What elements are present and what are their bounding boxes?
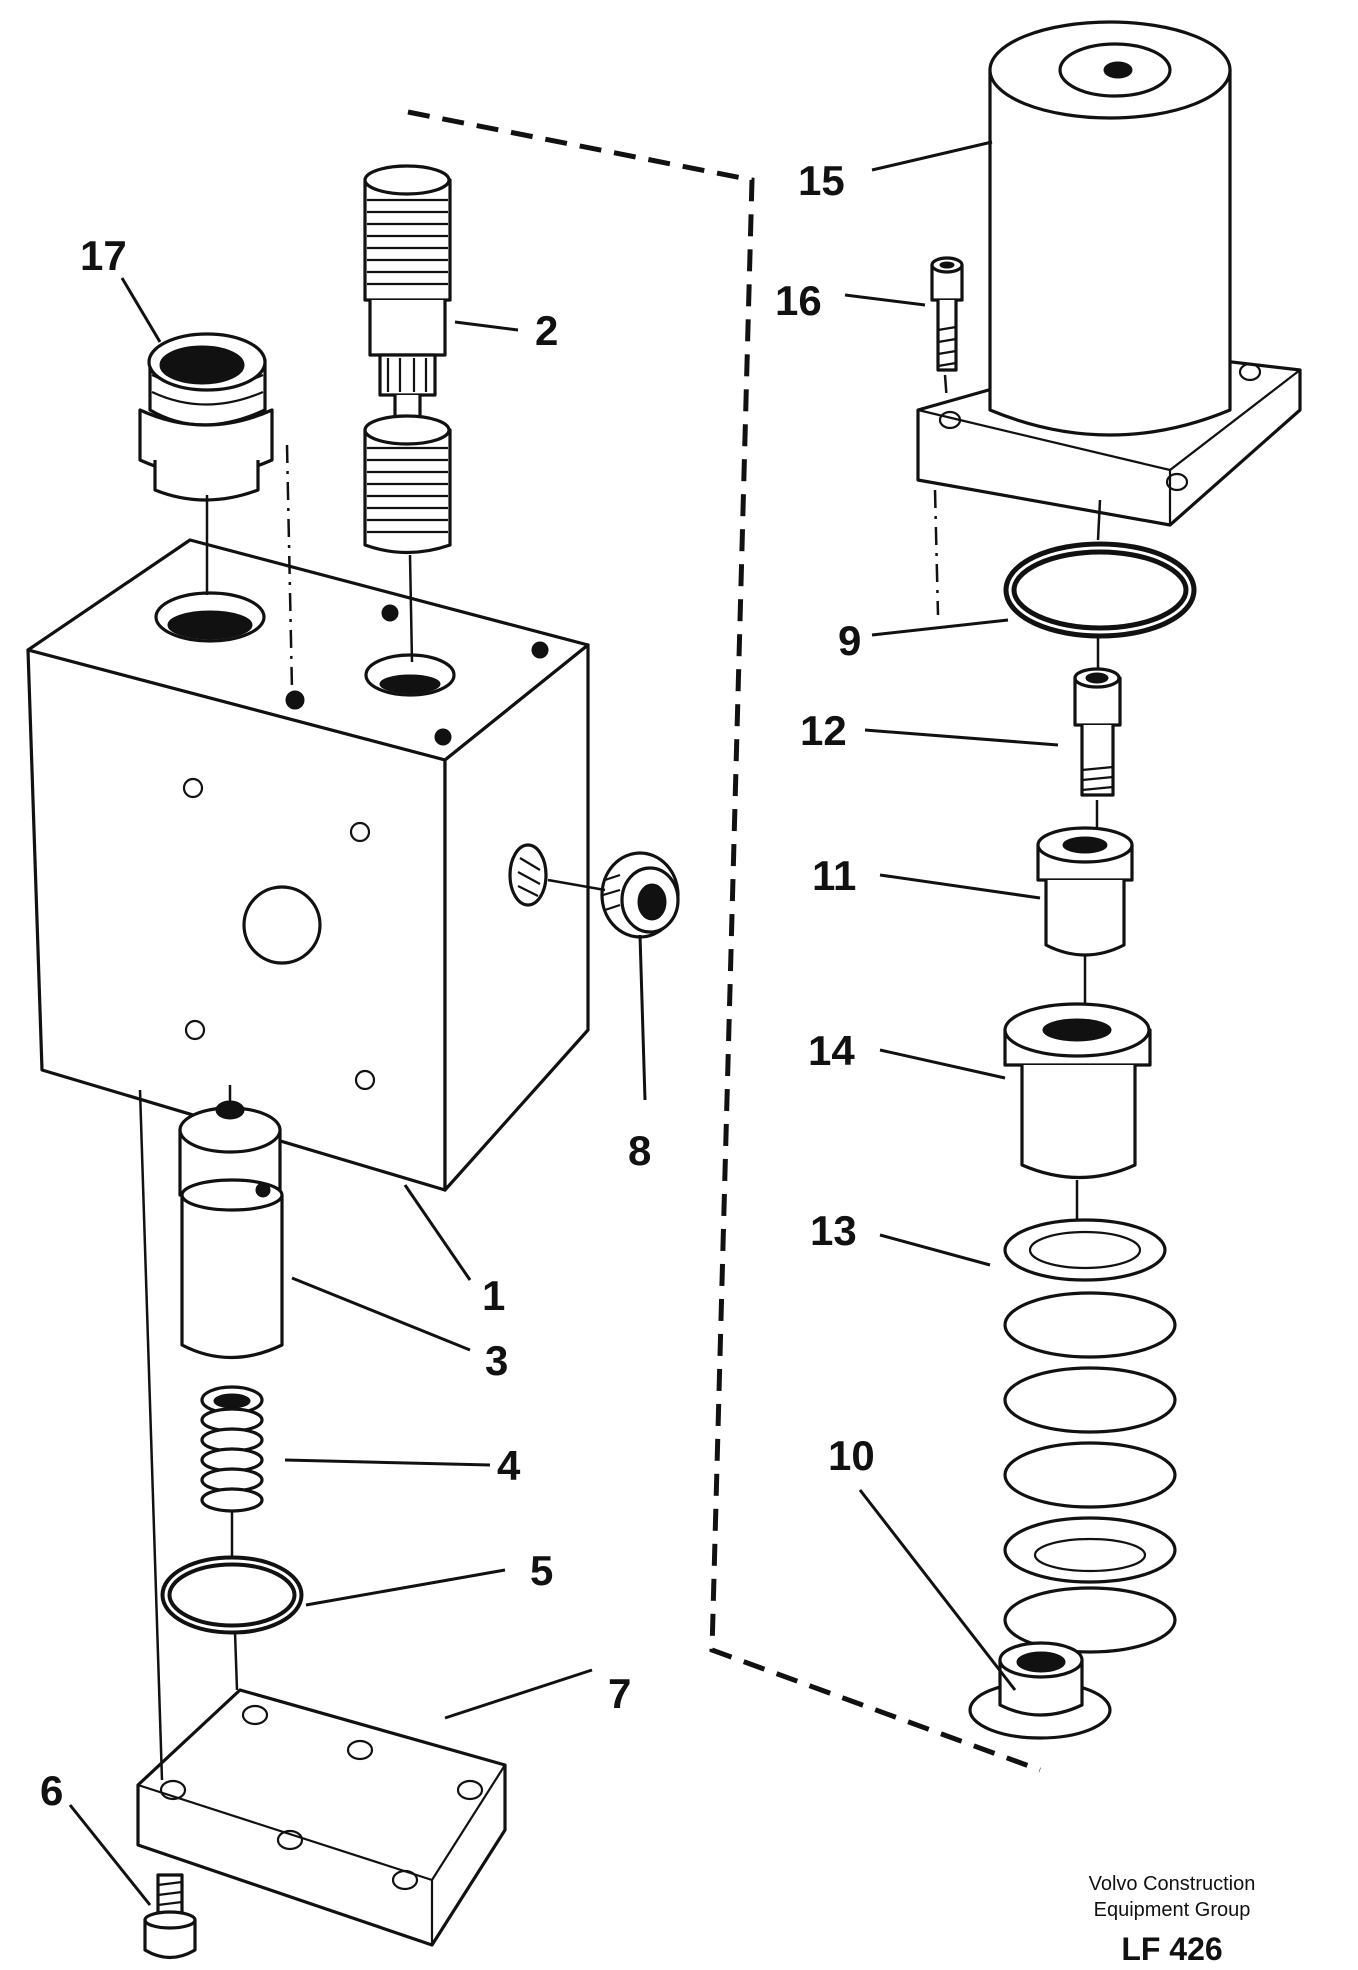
assembly-boundary-dashed [407,109,1041,1773]
part-solenoid-housing [916,20,1302,527]
callout-13: 13 [810,1207,857,1254]
axis-plug [547,878,606,892]
callout-10: 10 [828,1432,875,1479]
callout-16: 16 [775,277,822,324]
part-spring-seat [968,1641,1112,1740]
footer-company-line1: Volvo Construction [1089,1873,1256,1895]
axis-bolt-16 [943,374,949,403]
part-cover-plate [136,1688,507,1947]
callout-3: 3 [485,1337,508,1384]
part-guide-sleeve [1003,1002,1152,1179]
footer-drawing-code: LF 426 [1121,1931,1222,1967]
callout-2: 2 [535,307,558,354]
part-o-ring-large [1003,541,1197,639]
part-o-ring-small [160,1555,304,1635]
axis-locator [285,444,294,691]
part-spring-large [1003,1218,1177,1654]
callout-12: 12 [800,707,847,754]
callout-1: 1 [482,1272,505,1319]
callout-14: 14 [808,1027,855,1074]
callout-7: 7 [608,1670,631,1717]
axis-bolt-long [138,1089,164,1781]
part-spring-small [200,1385,264,1513]
callout-labels: 1 2 3 4 5 6 7 8 9 10 11 12 13 14 15 16 1… [40,157,875,1814]
callout-5: 5 [530,1547,553,1594]
part-valve-body [26,538,590,1192]
part-sleeve [1036,826,1134,957]
callout-leaders [68,140,1059,1906]
callout-17: 17 [80,232,127,279]
axis-solenoid-bolt [933,489,940,616]
callout-9: 9 [838,617,861,664]
axis-solenoid [1096,499,1102,541]
axis-o-ring-small [233,1631,239,1691]
callout-4: 4 [497,1442,521,1489]
callout-8: 8 [628,1127,651,1174]
part-plug [600,851,680,939]
part-bolt-12 [1073,667,1122,797]
callout-11: 11 [812,852,856,899]
part-shaft [363,164,452,555]
callout-6: 6 [40,1767,63,1814]
part-bolt-16 [930,256,964,372]
footer-company-line2: Equipment Group [1094,1899,1251,1921]
part-bolt-small [143,1873,197,1960]
part-fitting [138,332,274,502]
part-piston [178,1100,284,1359]
footer-block: Volvo Construction Equipment Group LF 42… [1089,1873,1256,1967]
axis-shaft [408,554,414,663]
callout-15: 15 [798,157,845,204]
